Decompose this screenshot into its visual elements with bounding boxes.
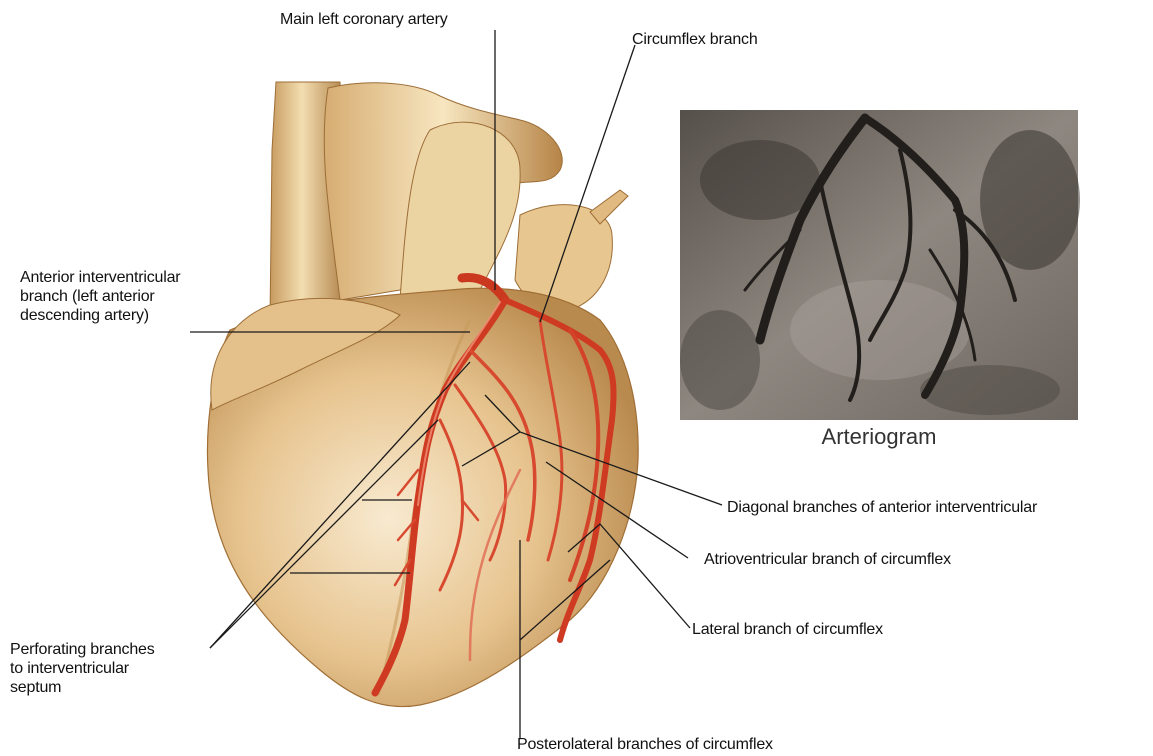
label-lateral-branch: Lateral branch of circumflex [692, 620, 883, 639]
label-circumflex-branch: Circumflex branch [632, 30, 758, 49]
label-posterolateral-branches: Posterolateral branches of circumflex [517, 735, 773, 754]
heart-illustration [207, 82, 638, 707]
arteriogram-caption: Arteriogram [680, 424, 1078, 450]
label-perforating-branches: Perforating branches to interventricular… [10, 640, 155, 697]
arteriogram-image [680, 110, 1080, 420]
label-diagonal-branches: Diagonal branches of anterior interventr… [727, 498, 1037, 517]
pulmonary-vein [590, 190, 628, 224]
label-anterior-interventricular-branch: Anterior interventricular branch (left a… [20, 268, 180, 325]
label-main-left-coronary-artery: Main left coronary artery [280, 10, 448, 29]
label-atrioventricular-branch: Atrioventricular branch of circumflex [704, 550, 951, 569]
